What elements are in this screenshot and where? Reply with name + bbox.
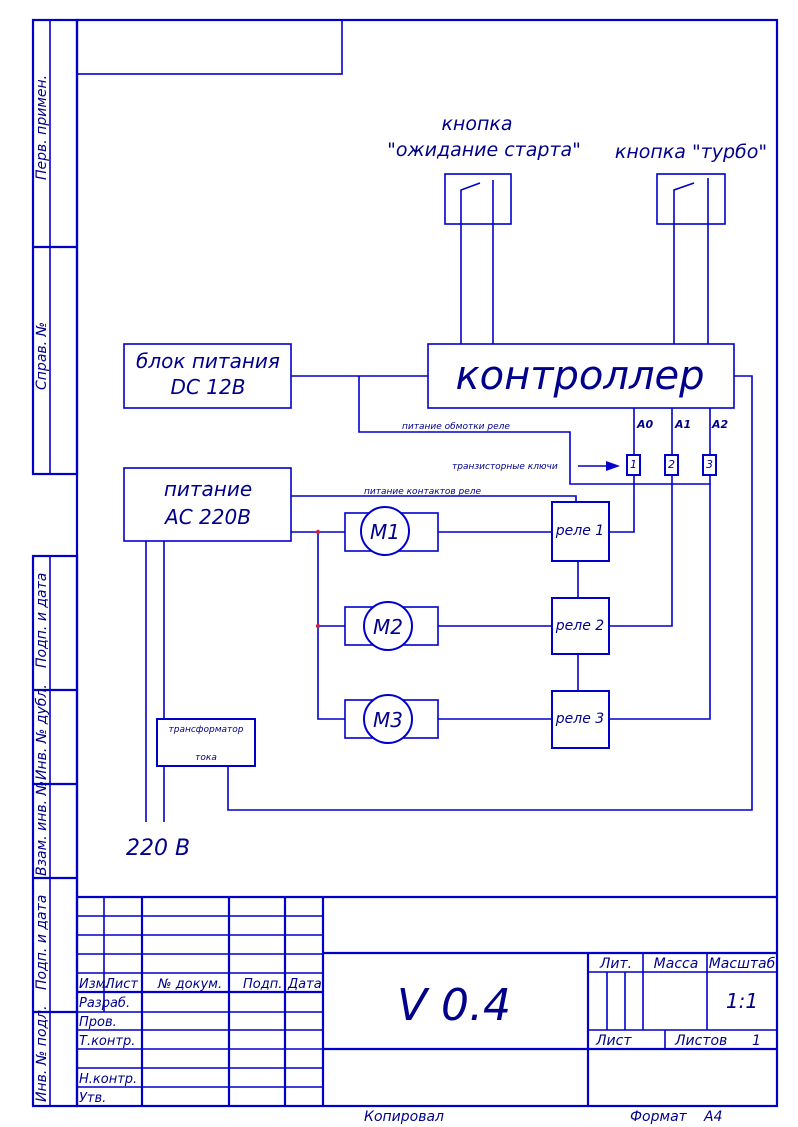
relay-2: реле 2 (551, 597, 610, 655)
switch-contact-icon (673, 182, 695, 224)
junction-dot (315, 623, 321, 629)
mains-label: 220 B (126, 836, 190, 861)
stamp-inv-dubl: Инв. № дубл. (34, 684, 50, 780)
sheets-value: 1 (752, 1033, 761, 1049)
motor-m1: M1 (344, 506, 439, 556)
wiring-upper (227, 375, 753, 811)
format-label: Формат (630, 1109, 688, 1125)
col-date: Дата (287, 977, 322, 992)
key-2-label: 2 (668, 458, 675, 471)
stamp-perv-primen: Перв. примен. (34, 75, 50, 180)
row-prov: Пров. (79, 1015, 117, 1030)
col-list: Лист (104, 977, 138, 992)
key-1-label: 1 (630, 458, 637, 471)
ct-label-1: трансформатор (169, 725, 244, 735)
col-podp: Подп. (243, 977, 282, 992)
lit-label: Лит. (599, 956, 632, 972)
title-block-text: Изм. Лист № докум. Подп. Дата Разраб. Пр… (79, 956, 776, 1106)
motor-m3: M3 (344, 694, 439, 744)
row-utv: Утв. (79, 1091, 106, 1106)
turbo-button: кнопка "турбо" (615, 141, 767, 344)
relay-3: реле 3 (551, 690, 610, 749)
col-izm: Изм. (79, 977, 110, 992)
junction-dot (315, 529, 321, 535)
start-wait-button-label-2: "ожидание старта" (387, 139, 581, 161)
mass-label: Масса (654, 956, 699, 972)
transistor-keys-label: транзисторные ключи (452, 462, 558, 472)
relay-contact-power-label: питание контактов реле (364, 487, 482, 497)
relay-2-label: реле 2 (555, 618, 605, 634)
controller-block: контроллер A0 A1 A2 (427, 343, 735, 431)
motor-m2: M2 (344, 601, 439, 651)
current-transformer: трансформатор тока (156, 718, 256, 767)
dc-power-supply: блок питания DC 12B (123, 343, 292, 409)
row-razrab: Разраб. (79, 996, 130, 1011)
port-a1-label: A1 (674, 418, 691, 431)
start-wait-button: кнопка "ожидание старта" (387, 113, 581, 344)
row-tkontr: Т.контр. (79, 1034, 135, 1049)
relay-1-label: реле 1 (555, 523, 604, 539)
row-nkontr: Н.контр. (79, 1072, 137, 1087)
motor-m3-label: M3 (373, 708, 403, 732)
port-a0-label: A0 (636, 418, 654, 431)
dc-psu-label-1: блок питания (136, 349, 280, 373)
ac-psu-label-2: AC 220B (163, 505, 251, 529)
arrow-icon (578, 461, 620, 471)
left-stamp-labels: Перв. примен. Справ. № Подп. и дата Инв.… (34, 75, 50, 1102)
title-block (77, 895, 777, 1106)
stamp-vzam-inv: Взам. инв. № (34, 781, 50, 876)
turbo-button-label: кнопка "турбо" (615, 141, 767, 163)
format-value: А4 (703, 1109, 722, 1125)
switch-contact-icon (460, 182, 481, 224)
stamp-podp-data-2: Подп. и дата (34, 895, 50, 990)
footer: Копировал Формат А4 (364, 1109, 722, 1125)
motor-m2-label: M2 (373, 615, 403, 639)
sheets-label: Листов (674, 1033, 727, 1049)
start-wait-button-label-1: кнопка (441, 113, 512, 135)
ct-label-2: тока (195, 753, 217, 763)
dc-psu-label-2: DC 12B (171, 375, 246, 399)
designation: V 0.4 (397, 980, 511, 1031)
relay-coil-power-label: питание обмотки реле (402, 422, 510, 432)
scale-label: Масштаб (709, 956, 776, 972)
stamp-inv-podl: Инв. № подл. (34, 1005, 50, 1102)
key-3-label: 3 (706, 458, 713, 471)
col-doc: № докум. (157, 977, 222, 992)
controller-label: контроллер (455, 353, 704, 399)
relay-1: реле 1 (551, 501, 610, 562)
relay-3-label: реле 3 (555, 711, 604, 727)
transistor-keys: 1 2 3 (626, 454, 717, 476)
stamp-sprav-no: Справ. № (34, 322, 50, 390)
motor-m1-label: M1 (370, 520, 400, 544)
port-a2-label: A2 (711, 418, 729, 431)
wiring-labels: питание обмотки реле транзисторные ключи… (364, 422, 558, 497)
copied-label: Копировал (364, 1109, 444, 1125)
sheet-frame (31, 18, 779, 1108)
wiring-lower (145, 475, 711, 822)
sheet-label: Лист (595, 1033, 632, 1049)
stamp-podp-data-1: Подп. и дата (34, 573, 50, 668)
scale-value: 1:1 (726, 989, 758, 1013)
ac-psu-label-1: питание (164, 477, 252, 501)
ac-power-supply: питание AC 220B (123, 467, 292, 542)
